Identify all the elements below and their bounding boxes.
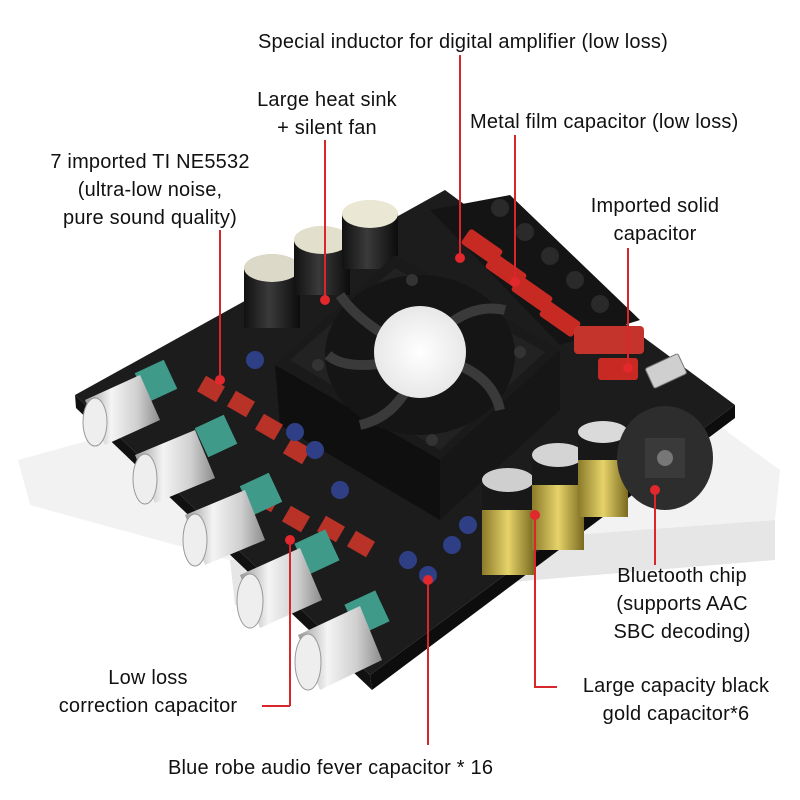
knob-2 — [132, 414, 238, 505]
knob-1 — [82, 359, 178, 447]
label-correction: Low loss correction capacitor — [58, 667, 238, 717]
knob-5 — [294, 590, 390, 691]
label-bluetooth: Bluetooth chip (supports AAC SBC decodin… — [613, 565, 751, 643]
label-metal-film: Metal film capacitor (low loss) — [470, 111, 739, 133]
knob-row — [82, 359, 390, 691]
label-ne5532: 7 imported TI NE5532 (ultra-low noise, p… — [50, 151, 250, 229]
speaker-terminals — [430, 195, 640, 345]
usb-port — [645, 353, 687, 389]
callout-lines — [219, 55, 656, 745]
knob-3 — [182, 472, 283, 567]
bluetooth-module — [617, 406, 713, 510]
top-electrolytic-capacitors — [244, 200, 398, 328]
label-solid-capacitor: Imported solid capacitor — [590, 195, 720, 245]
label-heatsink: Large heat sink + silent fan — [257, 89, 397, 139]
heatsink-fan — [275, 255, 560, 520]
label-inductor: Special inductor for digital amplifier (… — [258, 31, 668, 53]
callout-dots — [215, 253, 660, 585]
knob-4 — [236, 529, 340, 629]
label-blue-robe: Blue robe audio fever capacitor * 16 — [168, 757, 494, 779]
label-black-gold: Large capacity black gold capacitor*6 — [582, 675, 770, 725]
